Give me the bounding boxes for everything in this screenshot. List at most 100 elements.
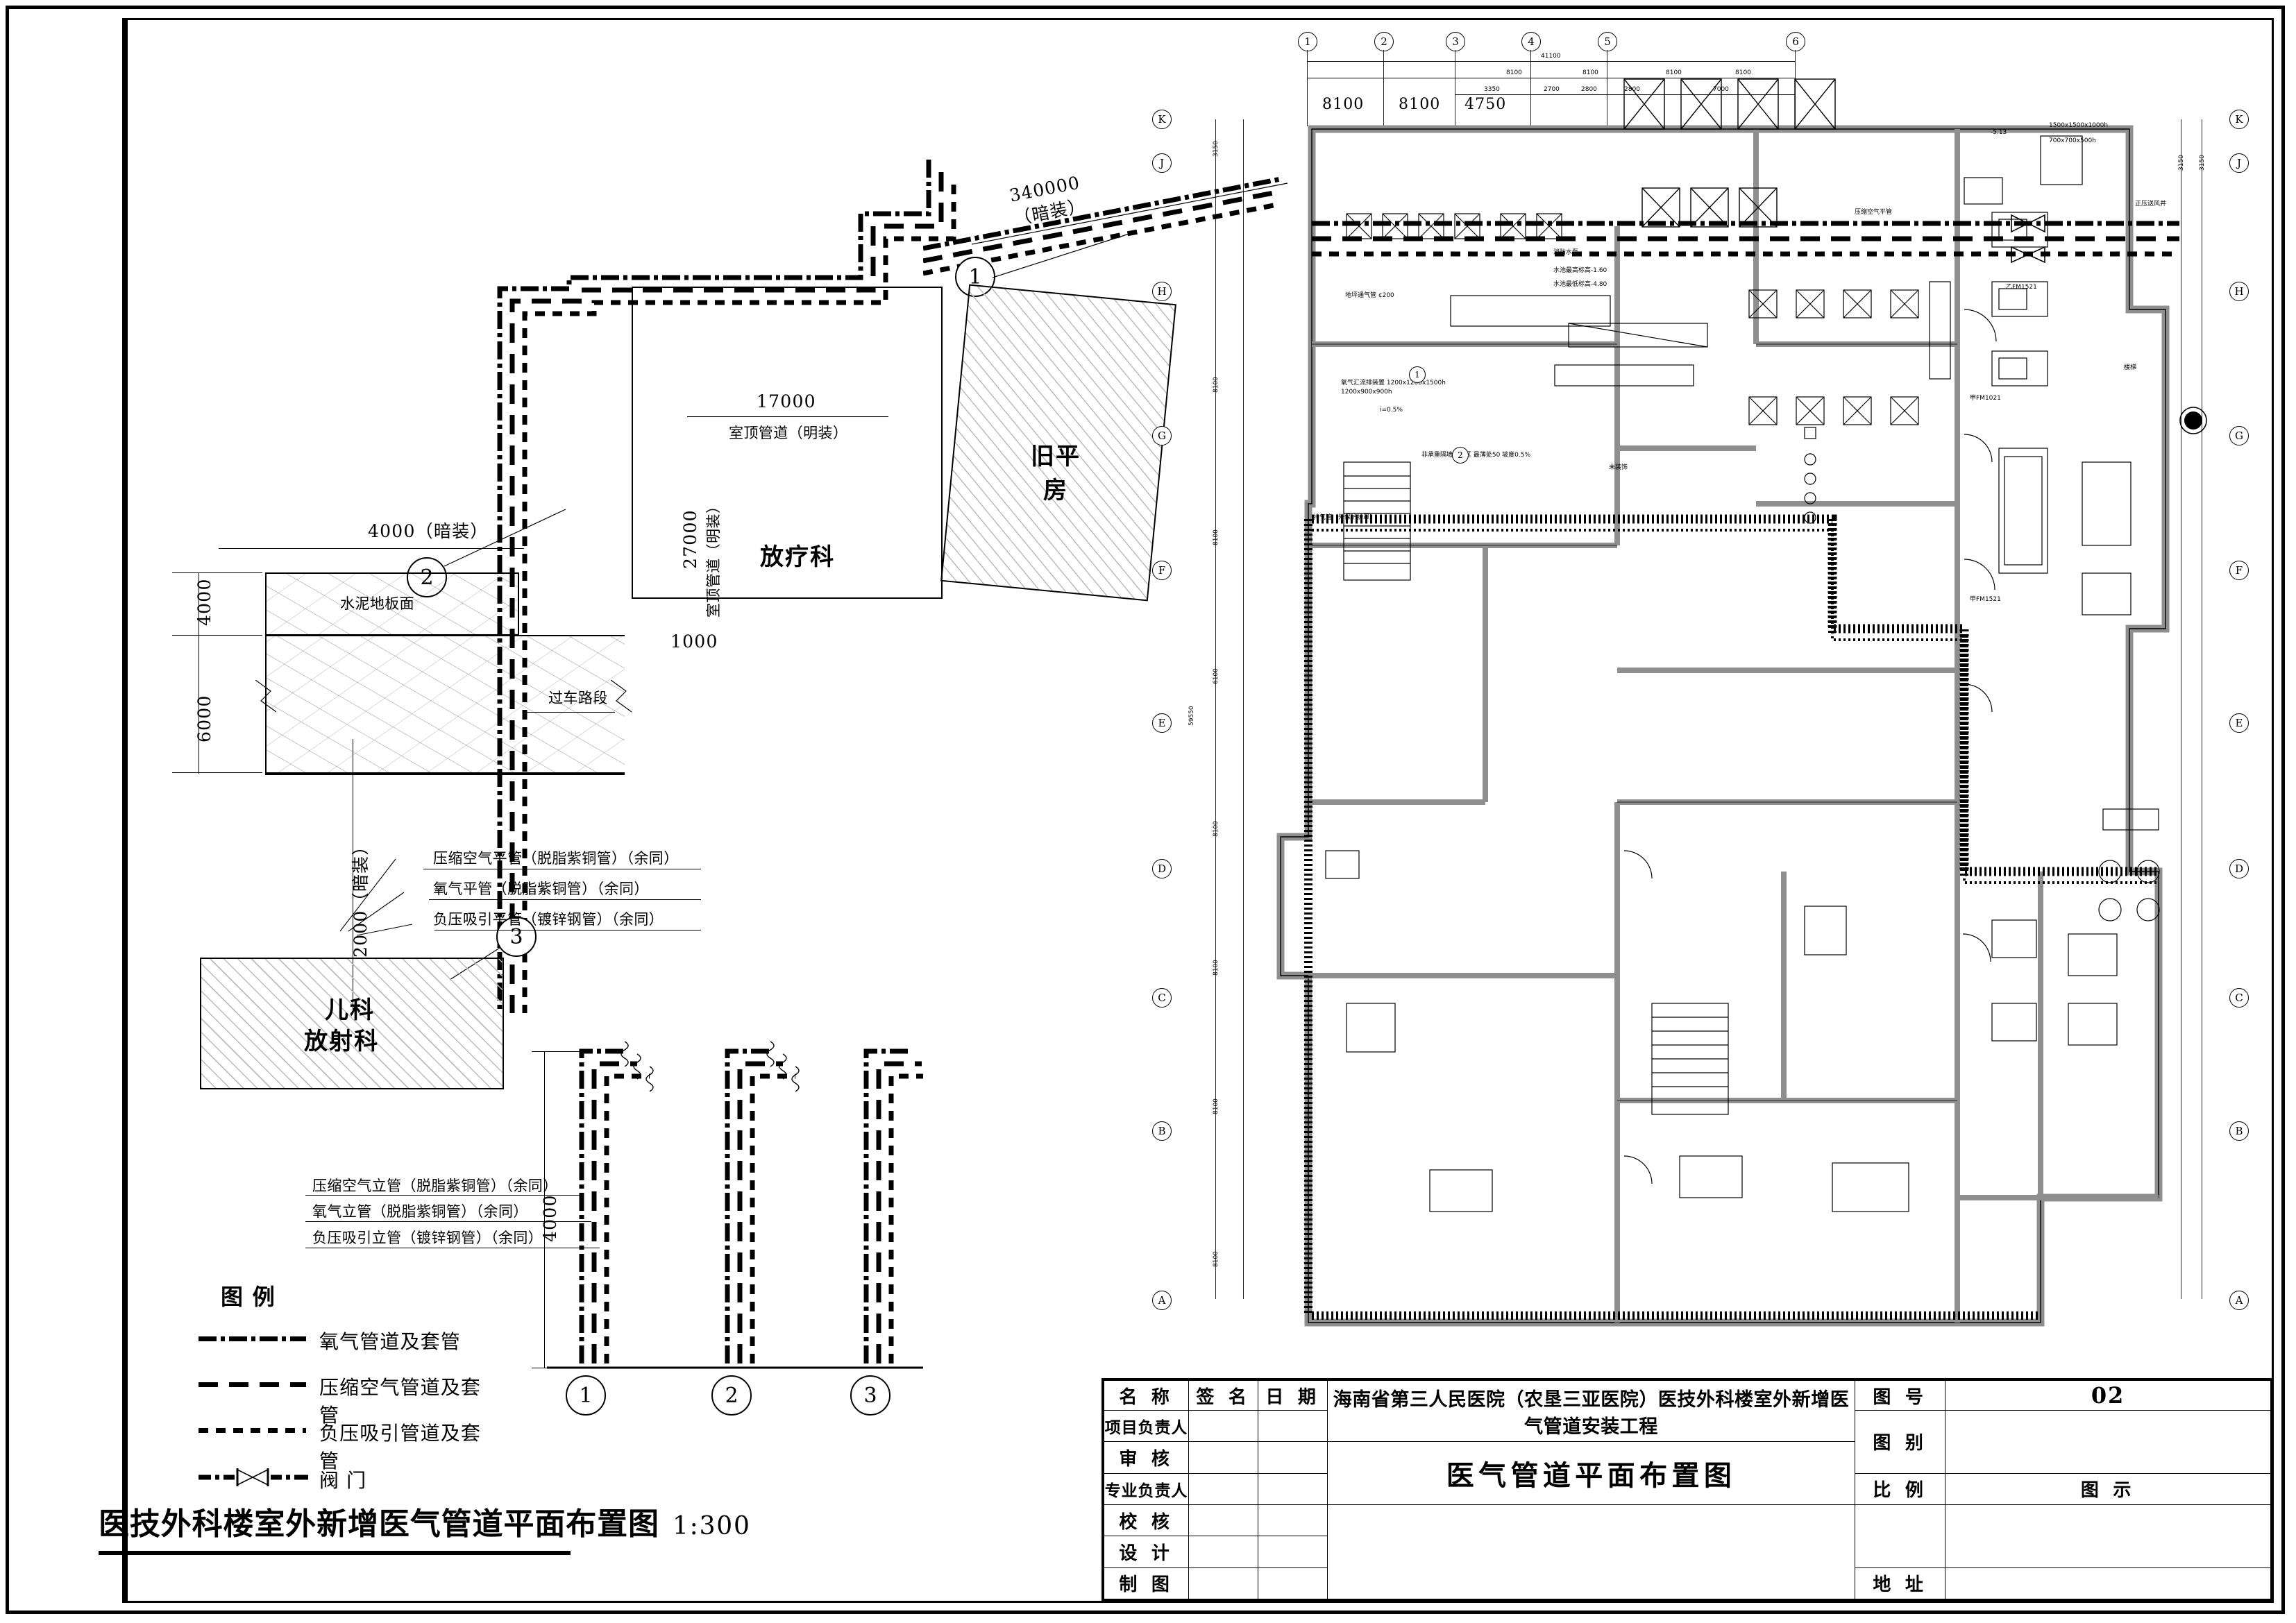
annot-slope: i=0.5% [1380,407,1403,414]
dim-line-4000-an [219,548,524,549]
grid-line-1 [1307,50,1308,126]
dim-4000-an: 4000（暗装） [368,521,489,541]
grid-left-F-label: F [1158,564,1166,577]
left-drawing-title-rule [99,1551,571,1555]
tb-value-bili: 图 示 [1945,1472,2271,1506]
grid-right-H-label: H [2234,285,2244,298]
grid-bubble-top-2: 2 [1374,32,1394,51]
slab-mid-edge [265,635,625,636]
top-dim-41100: 41100 [1541,53,1561,60]
annot-stairs: 楼梯 [2124,364,2137,371]
label-cement-floor: 水泥地板面 [340,595,415,612]
left-drawing-title-wrap: 医技外科楼室外新增医气管道平面布置图 1:300 [99,1509,751,1540]
grid-bubble-top-1: 1 [1298,32,1317,51]
grid-top-1-label: 1 [1304,35,1311,48]
grid-bubble-right-A: A [2229,1291,2249,1310]
grid-left-B-label: B [1158,1125,1166,1137]
annot-level-513: -5.13 [1991,129,2007,136]
room-label-pediatrics: 儿科 [325,996,375,1024]
radiotherapy-building [632,287,943,599]
annot-manifold-size: 1200x900x900h [1341,389,1392,396]
dim-27000: 27000 [680,509,700,569]
grid-bubble-right-B: B [2229,1121,2249,1141]
tb-date-project-lead[interactable] [1258,1410,1328,1443]
top-dim-line-c [1455,94,1795,95]
riser-bubble-2: 2 [711,1375,752,1416]
dim-ext-riser-top [532,1051,587,1052]
top-dim-8100-d: 8100 [1666,69,1682,76]
riser-bubble-1: 1 [566,1375,606,1416]
grid-bubble-right-K: K [2229,110,2249,129]
tb-sign-project-lead[interactable] [1188,1410,1258,1443]
annot-pool-high: 水池最高标高-1.60 [1553,267,1607,274]
grid-left-A-label: A [1158,1294,1166,1307]
grid-right-B-label: B [2235,1125,2243,1137]
legend-heading: 图 例 [221,1284,276,1310]
annot-exhaust-duct: 排气管（外保护护罩） [1313,514,1376,521]
annot-partition: 非承重隔墙装饰区 最薄处50 坡度0.5% [1421,452,1531,459]
tb-header-sign: 签 名 [1188,1379,1258,1411]
grid-bubble-top-3: 3 [1446,32,1465,51]
tb-role-discipline-lead: 专业负责人 [1104,1472,1189,1506]
top-dim-8100-c: 8100 [1735,69,1751,76]
left-drawing-title: 医技外科楼室外新增医气管道平面布置图 [99,1506,659,1542]
grid-bubble-top-5: 5 [1598,32,1617,51]
grid-bubble-top-4: 4 [1521,32,1541,51]
pipe-route-main [132,21,1090,1076]
riser-detail [521,1030,923,1391]
top-dim-line-a [1307,61,1795,62]
label-vehicle-section: 过车路段 [548,690,608,706]
grid-right-E-label: E [2235,717,2243,729]
grid-left-G-label: G [1158,430,1166,442]
cement-floor-area [265,572,518,635]
grid-bubble-right-C: C [2229,988,2249,1008]
grid-line-2 [1383,50,1384,126]
slab-left-edge [265,572,267,774]
riser-bubble-1-label: 1 [579,1383,593,1408]
tb-sign-design[interactable] [1188,1536,1258,1568]
tb-value-tubie[interactable] [1945,1410,2271,1474]
tb-sign-drafter[interactable] [1188,1567,1258,1600]
tb-sign-check[interactable] [1188,1504,1258,1537]
left-site-plan: 340000（暗装） 1 2 3 [99,21,1288,1596]
callout-3-label: 3 [509,924,523,949]
pediatric-radiology-building [200,958,504,1089]
legend-label-valve: 阀 门 [319,1469,367,1492]
grid-right-K-label: K [2235,113,2243,126]
riser-bubble-3-label: 3 [863,1383,877,1408]
tb-date-discipline-lead[interactable] [1258,1472,1328,1506]
grid-bubble-left-E: E [1152,713,1172,733]
slab-top-edge [265,572,518,574]
pipe-note-vac-h: 负压吸引平管（镀锌钢管）（余同） [433,911,664,928]
tb-date-check[interactable] [1258,1504,1328,1537]
dim-17000-sub: 室顶管道（明装） [729,425,848,441]
grid-left-K-label: K [1158,113,1166,126]
callout-bubble-3: 3 [496,917,537,957]
tb-date-review[interactable] [1258,1441,1328,1474]
dim-6000: 6000 [194,695,214,742]
callout-bubble-2: 2 [407,557,447,597]
left-drawing-scale: 1:300 [672,1512,751,1540]
legend-line-vacuum [199,1428,306,1433]
tb-sign-review[interactable] [1188,1441,1258,1474]
grid-bubble-right-E: E [2229,713,2249,733]
top-dim-main-4750: 4750 [1464,96,1507,113]
building-walls [1138,18,2274,1371]
tb-sign-discipline-lead[interactable] [1188,1472,1258,1506]
grid-bubble-top-6: 6 [1786,32,1805,51]
annot-vent-pipe: 地坪通气管 ¢200 [1345,292,1394,299]
annot-tank-700: 700x700x500h [2049,137,2096,144]
grid-left-D-label: D [1157,863,1167,875]
grid-bubble-left-G: G [1152,426,1172,445]
pipe-note-ox-v-underline [305,1221,591,1222]
grid-left-H-label: H [1157,285,1167,298]
tb-role-design: 设 计 [1104,1536,1189,1568]
grid-bubble-right-G: G [2229,426,2249,445]
legend-line-oxygen [199,1336,306,1341]
tb-value-dizhi[interactable] [1945,1567,2271,1600]
grid-right-J-label: J [2236,157,2241,169]
tb-date-drafter[interactable] [1258,1567,1328,1600]
tb-date-design[interactable] [1258,1536,1328,1568]
legend-line-air [199,1382,306,1387]
grid-bubble-right-J: J [2229,153,2249,173]
